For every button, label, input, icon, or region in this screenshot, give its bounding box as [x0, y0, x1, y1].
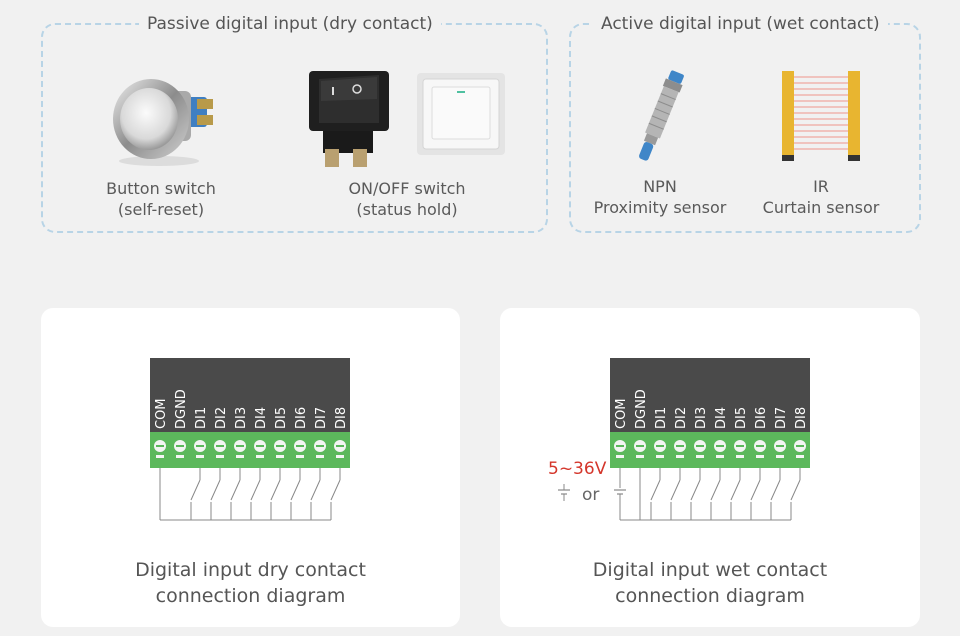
dry-contact-caption-line1: Digital input dry contact	[135, 559, 366, 581]
onoff-switch-item: ON/OFF switch (status hold)	[305, 65, 509, 220]
terminal-marker	[636, 455, 644, 458]
terminal-marker	[716, 455, 724, 458]
wet-contact-caption-line2: connection diagram	[615, 585, 805, 607]
pin-label-di4: DI4	[254, 407, 269, 429]
ir-curtain-image	[782, 71, 860, 161]
terminal-marker	[696, 455, 704, 458]
pin-label-di6: DI6	[754, 407, 769, 429]
switch-contact	[330, 479, 341, 501]
pin-label-di4: DI4	[714, 407, 729, 429]
pin-label-di1: DI1	[654, 407, 669, 429]
npn-sensor-label: NPN	[643, 177, 677, 196]
pin-label-di2: DI2	[674, 407, 689, 429]
switch-contact	[230, 479, 241, 501]
switch-contact	[750, 479, 761, 501]
switch-contact	[250, 479, 261, 501]
pin-label-dgnd: DGND	[174, 389, 189, 429]
wet-contact-diagram: COM DGND DI1 DI2 DI3 DI4 DI5 DI6 DI7 DI8 5~36V or	[548, 358, 810, 521]
passive-input-group: Passive digital input (dry contact)	[41, 13, 548, 233]
pin-label-di2: DI2	[214, 407, 229, 429]
pin-label-di5: DI5	[734, 407, 749, 429]
switch-contact	[770, 479, 781, 501]
onoff-switch-sublabel: (status hold)	[356, 200, 458, 219]
switch-contact	[710, 479, 721, 501]
button-switch-sublabel: (self-reset)	[117, 200, 205, 219]
npn-sensor-sublabel: Proximity sensor	[593, 198, 727, 217]
terminal-marker	[336, 455, 344, 458]
terminal-marker	[776, 455, 784, 458]
terminal-block: COM DGND DI1 DI2 DI3 DI4 DI5 DI6 DI7 DI8 5~36V or	[548, 358, 810, 521]
switch-contact	[690, 479, 701, 501]
terminal-marker	[296, 455, 304, 458]
terminal-block-body	[150, 358, 350, 432]
dry-contact-diagram: COM DGND DI1 DI2 DI3 DI4 DI5 DI6 DI7 DI8	[150, 358, 350, 521]
passive-input-title: Passive digital input (dry contact)	[139, 13, 441, 35]
active-input-group: Active digital input (wet contact) NPN P…	[569, 13, 921, 233]
terminal-marker	[256, 455, 264, 458]
terminal-marker	[156, 455, 164, 458]
button-switch-image	[113, 79, 213, 166]
pin-label-di1: DI1	[194, 407, 209, 429]
switch-contact	[270, 479, 281, 501]
terminal-marker	[676, 455, 684, 458]
or-label: or	[582, 485, 599, 505]
ir-curtain-sublabel: Curtain sensor	[762, 198, 880, 217]
terminal-block-body	[610, 358, 810, 432]
onoff-switch-image	[309, 71, 505, 167]
npn-sensor-item: NPN Proximity sensor	[585, 67, 735, 218]
terminal-marker	[756, 455, 764, 458]
terminal-marker	[736, 455, 744, 458]
dry-contact-card: COM DGND DI1 DI2 DI3 DI4 DI5 DI6 DI7 DI8 Digital …	[41, 308, 460, 627]
switch-contact	[290, 479, 301, 501]
terminal-marker	[216, 455, 224, 458]
terminal-marker	[276, 455, 284, 458]
button-switch-item: Button switch (self-reset)	[81, 69, 241, 220]
active-input-title: Active digital input (wet contact)	[593, 13, 888, 35]
ir-curtain-item: IR Curtain sensor	[751, 67, 891, 218]
voltage-label: 5~36V	[548, 459, 607, 479]
pin-label-di7: DI7	[774, 407, 789, 429]
wet-contact-card: COM DGND DI1 DI2 DI3 DI4 DI5 DI6 DI7 DI8 5~36V or D…	[500, 308, 920, 627]
terminal-marker	[196, 455, 204, 458]
terminal-block: COM DGND DI1 DI2 DI3 DI4 DI5 DI6 DI7 DI8	[150, 358, 350, 521]
button-switch-label: Button switch	[106, 179, 216, 198]
dry-contact-caption-line2: connection diagram	[155, 585, 346, 607]
switch-contact	[650, 479, 661, 501]
pin-label-di3: DI3	[694, 407, 709, 429]
npn-sensor-image	[639, 70, 684, 161]
ir-curtain-label: IR	[813, 177, 829, 196]
switch-contact	[790, 479, 801, 501]
pin-label-di6: DI6	[294, 407, 309, 429]
switch-contact	[190, 479, 201, 501]
pin-label-di8: DI8	[794, 407, 809, 429]
terminal-marker	[316, 455, 324, 458]
switch-contact	[210, 479, 221, 501]
switch-contact	[310, 479, 321, 501]
switch-contact	[670, 479, 681, 501]
pin-label-com: COM	[154, 398, 169, 429]
pin-label-di7: DI7	[314, 407, 329, 429]
terminal-marker	[616, 455, 624, 458]
wet-contact-caption-line1: Digital input wet contact	[592, 559, 828, 581]
terminal-marker	[176, 455, 184, 458]
terminal-marker	[796, 455, 804, 458]
pin-label-dgnd: DGND	[634, 389, 649, 429]
terminal-marker	[236, 455, 244, 458]
terminal-marker	[656, 455, 664, 458]
pin-label-com: COM	[614, 398, 629, 429]
onoff-switch-label: ON/OFF switch	[348, 179, 466, 198]
switch-contact	[730, 479, 741, 501]
pin-label-di3: DI3	[234, 407, 249, 429]
pin-label-di5: DI5	[274, 407, 289, 429]
pin-label-di8: DI8	[334, 407, 349, 429]
